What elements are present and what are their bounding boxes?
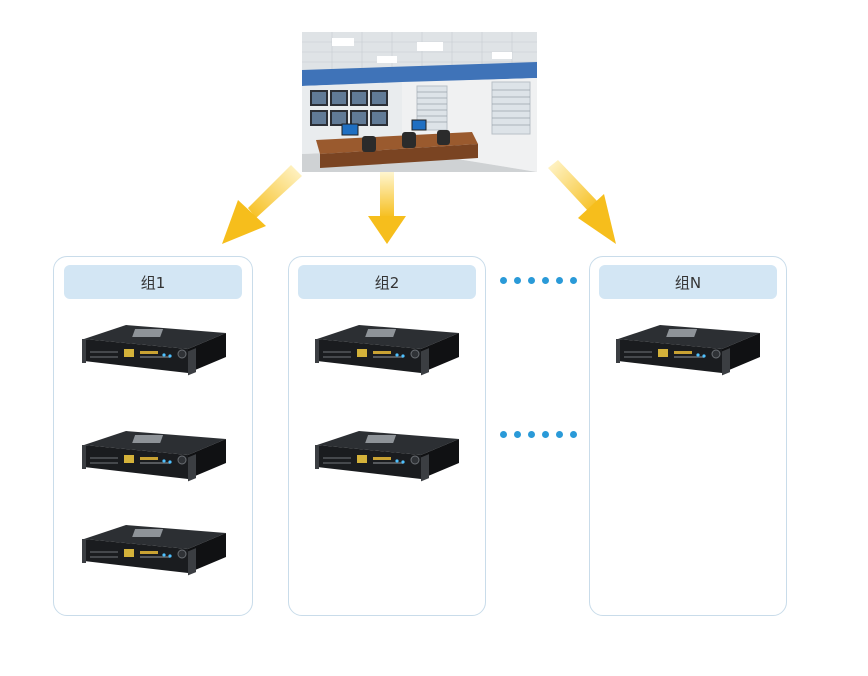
control-room-illustration <box>302 32 537 172</box>
group-tab-1: 组1 <box>64 265 242 299</box>
ellipsis-dots <box>500 431 577 438</box>
group-panel-2: 组2 <box>288 256 486 616</box>
group-tab-2: 组2 <box>298 265 476 299</box>
rack-device <box>80 521 230 595</box>
group-label: 组N <box>674 273 702 292</box>
rack-mount-device-icon <box>82 325 226 376</box>
rack-device <box>614 321 764 395</box>
rack-mount-device-icon <box>82 431 226 482</box>
group-label: 组2 <box>374 273 400 292</box>
rack-mount-device-icon <box>315 431 459 482</box>
group-panel-1: 组1 <box>53 256 253 616</box>
arrow-down-icon <box>548 160 616 244</box>
rack-device <box>313 321 463 395</box>
group-label: 组1 <box>140 273 166 292</box>
arrow-down-icon <box>222 165 302 244</box>
rack-device <box>80 427 230 501</box>
rack-mount-device-icon <box>82 525 226 576</box>
group-panel-n: 组N <box>589 256 787 616</box>
arrow-down-icon <box>368 172 406 244</box>
control-room-image <box>302 32 537 172</box>
rack-device <box>313 427 463 501</box>
rack-device <box>80 321 230 395</box>
rack-mount-device-icon <box>315 325 459 376</box>
rack-mount-device-icon <box>616 325 760 376</box>
group-tab-n: 组N <box>599 265 777 299</box>
ellipsis-dots <box>500 277 577 284</box>
